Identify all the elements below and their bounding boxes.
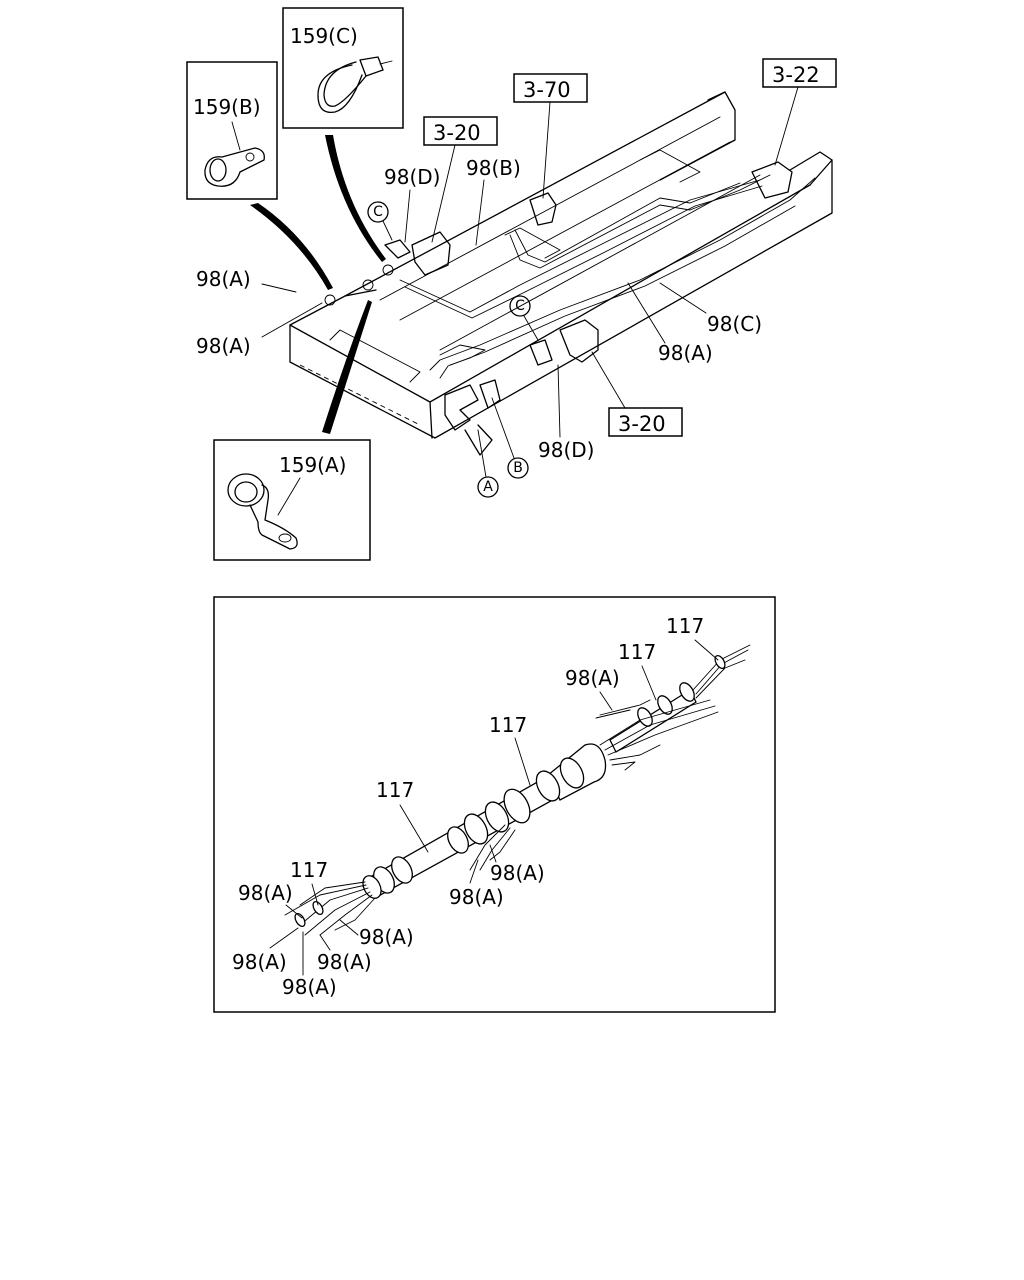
- callout-c-mid: C: [515, 298, 525, 314]
- label-98b-top: 98(B): [466, 156, 521, 180]
- ref-3-20-bottom: 3-20: [618, 412, 666, 436]
- label-98c-right: 98(C): [707, 312, 762, 336]
- chassis-frame: [289, 91, 833, 456]
- label-159c: 159(C): [290, 24, 358, 48]
- ref-3-20-top: 3-20: [433, 121, 481, 145]
- inset-clip-b: 159(B): [186, 61, 278, 200]
- ref-3-22: 3-22: [772, 63, 820, 87]
- label-98a-mid-right: 98(A): [490, 861, 545, 885]
- label-117-center: 117: [489, 713, 527, 737]
- inset-clip-c: 159(C): [282, 7, 404, 129]
- label-117-left-end: 117: [290, 858, 328, 882]
- upper-labels: 98(A) 98(A) 98(D) 98(B) 98(C) 98(A) 98(D…: [196, 156, 762, 462]
- label-117-left-mid: 117: [376, 778, 414, 802]
- inset-pointers: [250, 135, 386, 434]
- label-98a-right: 98(A): [658, 341, 713, 365]
- label-159a: 159(A): [279, 453, 346, 477]
- harness-panel: 117 117 98(A) 117 117 98(A) 98(A) 117 98…: [213, 596, 776, 1013]
- label-98a-bot-low: 98(A): [282, 975, 337, 999]
- callout-a-bottom: A: [483, 479, 493, 495]
- label-98a-bot-right: 98(A): [359, 925, 414, 949]
- ref-boxes: 3-20 3-70 3-22 3-20: [423, 58, 837, 437]
- label-117-second: 117: [618, 640, 656, 664]
- clip-b-icon: [204, 147, 265, 187]
- ref-3-70: 3-70: [523, 78, 571, 102]
- label-159b: 159(B): [193, 95, 261, 119]
- callout-c-top: C: [373, 204, 383, 220]
- label-98d-bottom: 98(D): [538, 438, 594, 462]
- label-98a-left-top: 98(A): [196, 267, 251, 291]
- clip-a-icon: [227, 473, 298, 550]
- label-98a-left-end: 98(A): [238, 881, 293, 905]
- label-98a-left-bottom: 98(A): [196, 334, 251, 358]
- label-98a-bot-mid: 98(A): [317, 950, 372, 974]
- label-98a-mid-left: 98(A): [449, 885, 504, 909]
- label-98d-top: 98(D): [384, 165, 440, 189]
- label-117-top-right: 117: [666, 614, 704, 638]
- label-98a-bot-left: 98(A): [232, 950, 287, 974]
- cable-tie-icon: [317, 56, 393, 114]
- inset-clip-a: 159(A): [213, 439, 371, 561]
- circled-callouts: C C A B: [367, 201, 539, 498]
- label-98a-upper: 98(A): [565, 666, 620, 690]
- callout-b-bottom: B: [513, 460, 523, 476]
